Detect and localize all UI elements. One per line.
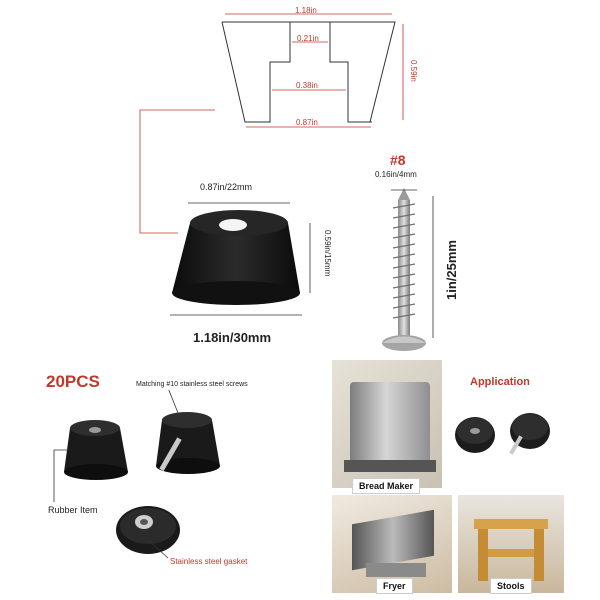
quantity-label: 20PCS bbox=[46, 372, 100, 391]
dim-height: 0.59in bbox=[409, 60, 418, 82]
screws-note: Matching #10 stainless steel screws bbox=[136, 381, 248, 388]
screw-image bbox=[382, 188, 434, 351]
application-feet-image bbox=[455, 413, 550, 455]
foot-side-dim: 0.59in/15mm bbox=[323, 230, 332, 277]
screw-size-label: #8 bbox=[390, 152, 406, 168]
stools-photo bbox=[458, 495, 564, 593]
dim-bottom-width: 0.87in bbox=[296, 118, 318, 127]
dim-hole-width: 0.38in bbox=[296, 81, 318, 90]
rubber-foot-image bbox=[170, 202, 311, 316]
dim-inner-top: 0.21in bbox=[297, 34, 319, 43]
screw-head-dim: 0.16in/4mm bbox=[375, 170, 417, 179]
bread-maker-photo bbox=[332, 360, 442, 488]
application-label-bread-maker: Bread Maker bbox=[352, 478, 421, 494]
foot-top-dim: 0.87in/22mm bbox=[200, 182, 253, 192]
application-title: Application bbox=[470, 376, 530, 388]
foot-bottom-dim: 1.18in/30mm bbox=[193, 330, 272, 345]
rubber-item-label: Rubber Item bbox=[48, 505, 98, 515]
application-label-fryer: Fryer bbox=[376, 578, 413, 594]
dim-top-width: 1.18in bbox=[295, 6, 317, 15]
screw-length-dim: 1in/25mm bbox=[444, 240, 459, 300]
gasket-label: Stainless steel gasket bbox=[170, 557, 248, 566]
fryer-photo bbox=[332, 495, 452, 593]
application-label-stools: Stools bbox=[490, 578, 532, 594]
kit-image bbox=[53, 390, 220, 559]
